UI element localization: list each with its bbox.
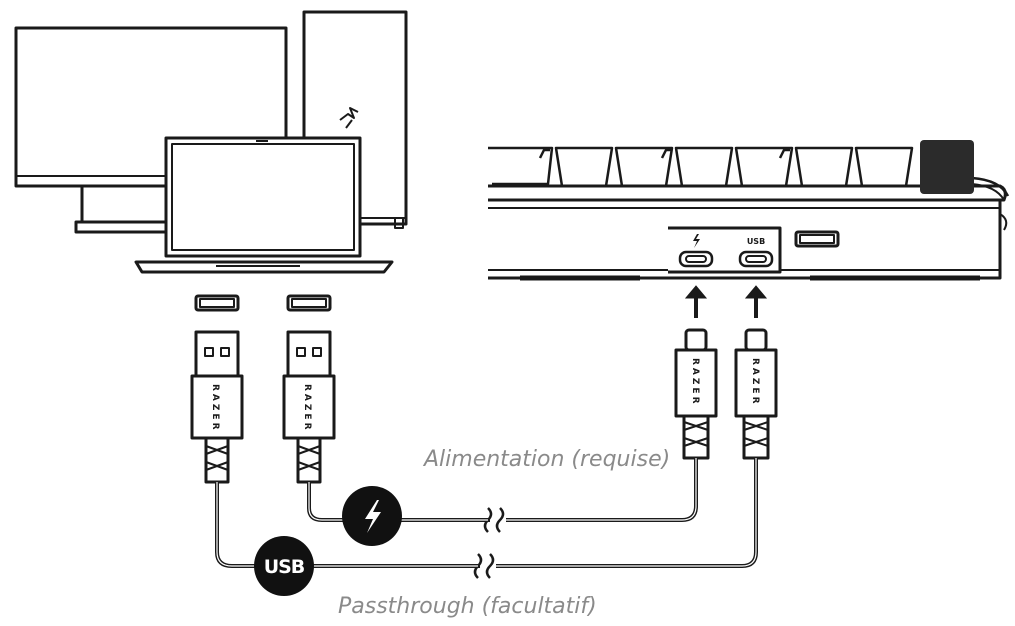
arrow-up-icon	[684, 285, 708, 318]
cable-brand-label: RAZER	[690, 358, 700, 407]
keyboard-knob	[920, 140, 974, 194]
usb-a-plug-power	[282, 330, 336, 484]
cable-brand-label: RAZER	[210, 384, 220, 433]
usb-a-plug-passthrough	[190, 330, 244, 484]
monitor	[14, 26, 288, 234]
power-port-mark	[693, 234, 700, 248]
power-caption: Alimentation (requise)	[424, 447, 671, 472]
usb-badge-label: USB	[264, 556, 305, 578]
usb-port-mark: USB	[747, 237, 765, 246]
lightning-bolt-icon	[693, 234, 700, 248]
passthrough-caption: Passthrough (facultatif)	[338, 594, 597, 619]
laptop	[134, 136, 394, 274]
host-usb-ports	[194, 294, 332, 312]
usb-c-plug-passthrough	[734, 328, 778, 460]
usb-badge: USB	[254, 536, 314, 596]
cable-brand-label: RAZER	[750, 358, 760, 407]
cable-brand-label: RAZER	[302, 384, 312, 433]
arrow-up-icon	[744, 285, 768, 318]
power-badge	[342, 486, 402, 546]
lightning-bolt-icon	[365, 500, 381, 533]
